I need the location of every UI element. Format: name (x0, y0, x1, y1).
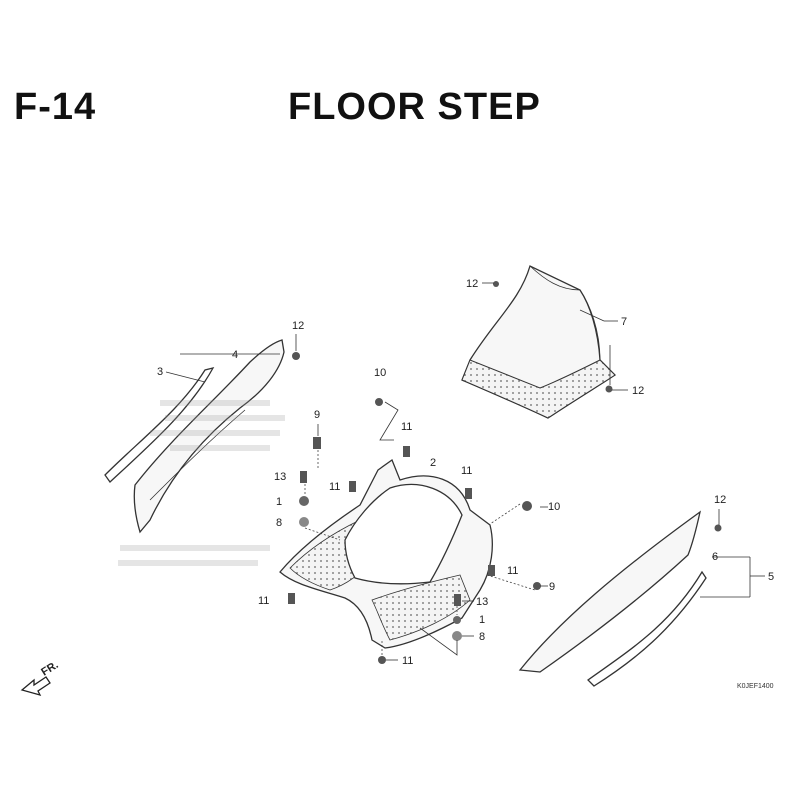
callout-4: 4 (232, 349, 238, 361)
callout-11: 11 (507, 565, 518, 577)
callout-11: 11 (402, 655, 413, 667)
callout-8: 8 (479, 631, 485, 643)
callout-12: 12 (466, 278, 478, 290)
callout-1: 1 (479, 614, 485, 626)
background-faint-text (118, 400, 285, 566)
nut-11-f (378, 656, 386, 664)
clip-10-right (522, 501, 532, 511)
callout-12: 12 (714, 494, 726, 506)
washer-1-right (453, 616, 461, 624)
callout-7: 7 (621, 316, 627, 328)
nut-11-e (488, 565, 495, 576)
right-side-cover (518, 510, 707, 687)
callout-11: 11 (461, 465, 472, 477)
bolt-9-right (533, 582, 541, 590)
section-code: F-14 (14, 86, 97, 128)
callout-6: 6 (712, 551, 718, 563)
grommet-8-right (452, 631, 462, 641)
screw-12-top (493, 281, 499, 287)
nut-11-d (465, 488, 472, 499)
front-label: FR. (39, 659, 60, 679)
callout-8: 8 (276, 517, 282, 529)
callout-13: 13 (476, 596, 488, 608)
screw-12-left (292, 352, 300, 360)
callout-12: 12 (292, 320, 304, 332)
callout-9: 9 (314, 409, 320, 421)
left-side-cover (104, 339, 285, 534)
callout-10: 10 (548, 501, 560, 513)
reference-code: K0JEF1400 (737, 683, 774, 690)
callout-12: 12 (632, 385, 644, 397)
screw-12-rear (605, 385, 613, 393)
diagram-title: FLOOR STEP (288, 86, 541, 128)
nut-11-c (403, 446, 410, 457)
callout-2: 2 (430, 457, 436, 469)
floor-step-main (279, 458, 493, 649)
screw-12-right (714, 524, 722, 532)
front-arrow-icon (20, 676, 51, 697)
callout-5: 5 (768, 571, 774, 583)
callout-11: 11 (258, 595, 269, 607)
callout-13: 13 (274, 471, 286, 483)
callout-11: 11 (401, 421, 412, 433)
bolt-9-left (313, 437, 321, 449)
nut-11-b (349, 481, 356, 492)
callouts: 12 4 3 12 7 12 10 9 11 2 13 11 11 1 8 10… (157, 278, 774, 667)
clip-10-left (375, 398, 383, 406)
callout-10: 10 (374, 367, 386, 379)
leader-lines (165, 282, 765, 661)
hardware (288, 281, 722, 664)
bolt-13-left (300, 471, 307, 483)
callout-11: 11 (329, 481, 340, 493)
nut-11-a (288, 593, 295, 604)
washer-1-left (299, 496, 309, 506)
callout-1: 1 (276, 496, 282, 508)
front-direction-marker: FR. (20, 659, 61, 697)
floor-rear-panel (461, 265, 617, 419)
grommet-8-left (299, 517, 309, 527)
callout-9: 9 (549, 581, 555, 593)
bolt-13-right (454, 594, 461, 606)
callout-3: 3 (157, 366, 163, 378)
